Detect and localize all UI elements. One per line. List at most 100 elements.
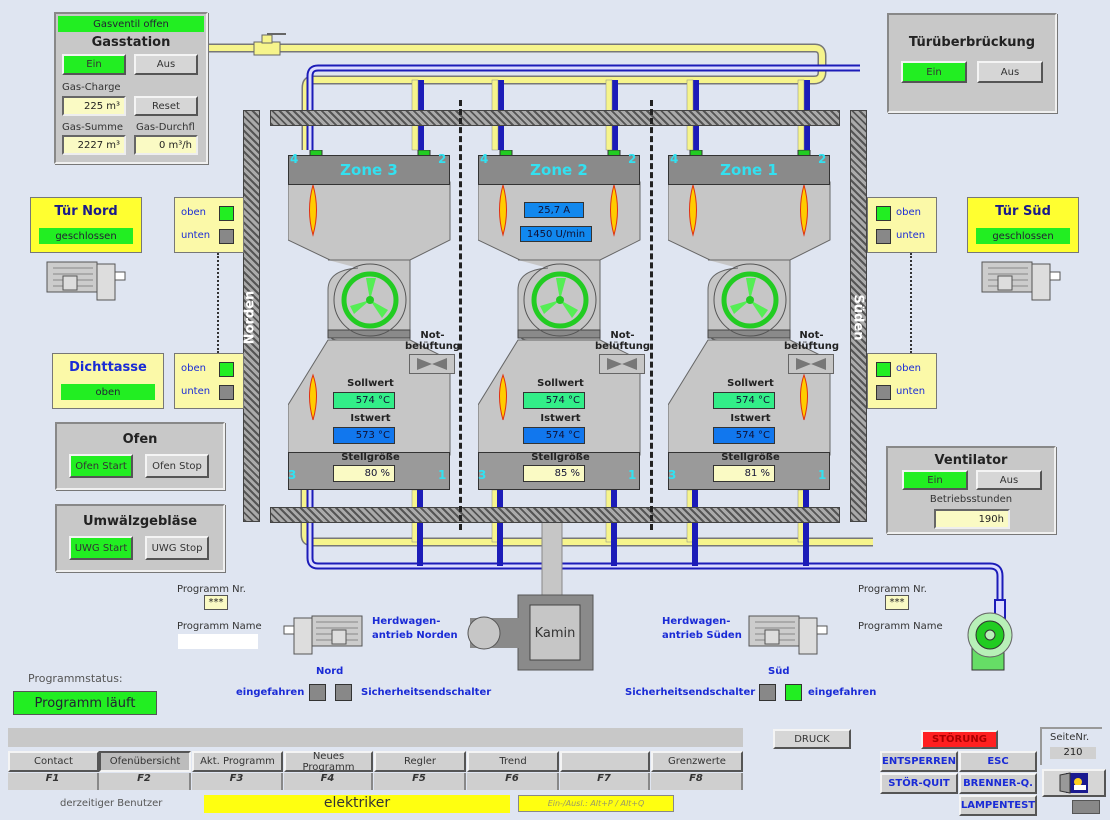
uwg-stop-button[interactable]: UWG Stop [145, 536, 209, 560]
ventilator-panel: Ventilator Ein Aus Betriebsstunden 190h [886, 446, 1056, 534]
emergency-vent-label: Not- belüftung [405, 330, 461, 352]
burner-number: 2 [438, 152, 447, 166]
lamp-test-button[interactable]: LAMPENTEST [959, 795, 1037, 816]
uwg-start-button[interactable]: UWG Start [69, 536, 133, 560]
door-bypass-on-button[interactable]: Ein [901, 61, 967, 83]
program-name-label: Programm Name [177, 621, 262, 632]
unten-indicator [219, 385, 234, 400]
gas-flow-value: 0 m³/h [134, 135, 198, 155]
door-south-title: Tür Süd [995, 204, 1051, 219]
fkey-button-f8[interactable]: Grenzwerte [651, 751, 743, 772]
gas-flow-label: Gas-Durchfl [136, 122, 195, 133]
setpoint-label: Sollwert [347, 378, 394, 389]
oven-start-button[interactable]: Ofen Start [69, 454, 133, 478]
exit-door-icon [1059, 772, 1088, 794]
gas-on-button[interactable]: Ein [62, 54, 126, 75]
unlock-button[interactable]: ENTSPERREN [880, 751, 958, 772]
fault-indicator[interactable]: STÖRUNG [921, 730, 998, 749]
burner-ack-button[interactable]: BRENNER-Q. [959, 773, 1037, 794]
actual-value: 573 °C [333, 427, 395, 444]
setpoint-value[interactable]: 574 °C [523, 392, 585, 409]
emergency-vent-zone2[interactable]: Not- belüftung [595, 330, 650, 380]
fkey-button-f6[interactable]: Trend [467, 751, 559, 772]
oben-label: oben [181, 363, 206, 374]
unten-label: unten [896, 230, 926, 241]
output-label: Stellgröße [721, 452, 780, 463]
seal-cup-title: Dichttasse [69, 360, 147, 375]
motor-icon [283, 615, 363, 655]
drive-south-label-line2: antrieb Süden [662, 630, 742, 641]
fkey-button-f2[interactable]: Ofenübersicht [99, 751, 191, 772]
oben-indicator [876, 206, 891, 221]
fkey-button-f4[interactable]: Neues Programm [284, 751, 373, 773]
page-number-label: SeiteNr. [1050, 732, 1090, 743]
gas-sum-value: 2227 m³ [62, 135, 126, 155]
drive-north-retracted-label: eingefahren [236, 687, 305, 698]
door-north-status: geschlossen [39, 228, 133, 244]
fkey-button-f1[interactable]: Contact [8, 751, 99, 772]
zone-3: Zone 3 4 2 3 1 Sollwert 574 °C Istwert 5… [288, 150, 458, 490]
program-name-value [178, 634, 258, 649]
oben-label: oben [896, 363, 921, 374]
oven-stop-button[interactable]: Ofen Stop [145, 454, 209, 478]
burner-number: 3 [288, 468, 297, 482]
emergency-vent-zone1[interactable]: Not- belüftung [784, 330, 839, 380]
zone-footer [288, 452, 450, 490]
door-bypass-panel: Türüberbrückung Ein Aus [887, 13, 1057, 113]
fkey-button-f3[interactable]: Akt. Programm [192, 751, 283, 772]
setpoint-value[interactable]: 574 °C [333, 392, 395, 409]
gas-pipe-main [206, 43, 827, 150]
exit-button[interactable] [1042, 769, 1106, 797]
burner-number: 4 [670, 152, 679, 166]
message-bar [8, 728, 743, 747]
current-user-value: elektriker [204, 795, 510, 813]
output-value: 85 % [523, 465, 585, 482]
zone-1: Zone 1 4 2 3 1 Sollwert 574 °C Istwert 5… [668, 150, 838, 490]
wall-south [850, 110, 867, 522]
unten-indicator [219, 229, 234, 244]
motor-current: 25,7 A [524, 202, 584, 218]
setpoint-value[interactable]: 574 °C [713, 392, 775, 409]
fkey-label-f3: F3 [192, 773, 283, 790]
fault-ack-button[interactable]: STÖR-QUIT [880, 773, 958, 794]
gas-reset-button[interactable]: Reset [134, 96, 198, 116]
fkey-button-f5[interactable]: Regler [374, 751, 466, 772]
wall-top [270, 110, 840, 126]
emergency-vent-zone3[interactable]: Not- belüftung [405, 330, 460, 380]
zone-header: Zone 1 [668, 155, 830, 185]
retracted-indicator-north [309, 684, 326, 701]
burner-number: 1 [628, 468, 637, 482]
burner-number: 1 [818, 468, 827, 482]
motor-icon [46, 261, 126, 301]
drive-north-label: Herdwagen- antrieb Norden [372, 615, 458, 643]
retracted-indicator-south [785, 684, 802, 701]
output-value: 80 % [333, 465, 395, 482]
program-nr-value: *** [885, 595, 909, 610]
fkey-label-f7: F7 [560, 773, 650, 790]
login-hint: Ein-/Ausl.: Alt+P / Alt+Q [518, 795, 674, 812]
seal-cup-panel: Dichttasse oben [52, 353, 164, 409]
burner-number: 3 [478, 468, 487, 482]
output-value: 81 % [713, 465, 775, 482]
gas-off-button[interactable]: Aus [134, 54, 198, 75]
ventilator-on-button[interactable]: Ein [902, 470, 968, 490]
unten-indicator [876, 229, 891, 244]
emergency-vent-label: Not- belüftung [595, 330, 651, 352]
door-north-panel: Tür Nord geschlossen [30, 197, 142, 253]
oben-indicator [219, 362, 234, 377]
gas-charge-label: Gas-Charge [62, 82, 121, 93]
setpoint-label: Sollwert [727, 378, 774, 389]
drive-south-side: Süd [768, 666, 790, 677]
unten-indicator [876, 385, 891, 400]
door-south-panel: Tür Süd geschlossen [967, 197, 1079, 253]
program-status-value: Programm läuft [13, 691, 157, 715]
actual-label: Istwert [540, 413, 581, 424]
zone-2: Zone 2 4 2 25,7 A 1450 U/min 3 1 Sollwer… [478, 150, 648, 490]
drive-south-retracted-label: eingefahren [808, 687, 877, 698]
fkey-button-f7[interactable] [560, 751, 650, 772]
ventilator-off-button[interactable]: Aus [976, 470, 1042, 490]
print-button[interactable]: DRUCK [773, 729, 851, 749]
door-bypass-off-button[interactable]: Aus [977, 61, 1043, 83]
esc-button[interactable]: ESC [959, 751, 1037, 772]
operating-hours-value: 190h [934, 509, 1010, 529]
